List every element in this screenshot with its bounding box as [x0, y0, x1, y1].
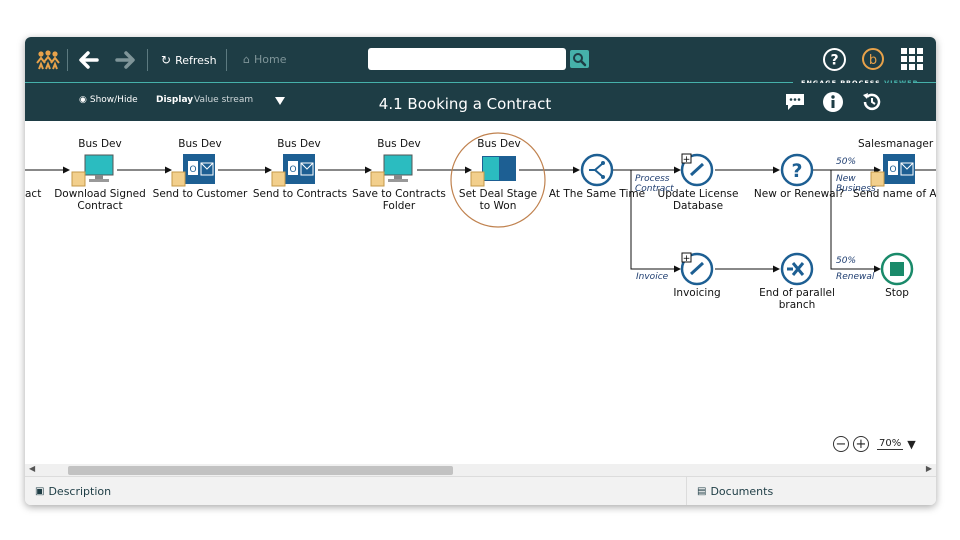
zoom-out-button[interactable]: − [833, 436, 849, 452]
edge-label-percent: 50% [836, 157, 857, 167]
toolbar-separator [226, 49, 227, 71]
node-label[interactable]: Stop [885, 287, 909, 299]
node-label[interactable]: Send name of AM [853, 188, 936, 200]
apps-grid-icon[interactable] [900, 47, 924, 71]
edge-label-percent: 50% [836, 256, 857, 266]
node-label[interactable]: Save to Contracts Folder [352, 188, 446, 212]
brand-logo-icon[interactable]: b [861, 47, 885, 71]
outlook-icon: O [870, 154, 915, 187]
node-label[interactable]: act [25, 188, 42, 200]
node-role: Bus Dev [277, 138, 321, 150]
scroll-thumb[interactable] [68, 466, 453, 475]
bottom-panel: ▣ Description ▤ Documents [25, 476, 936, 505]
search-input[interactable] [368, 48, 566, 70]
computer-icon [71, 154, 114, 187]
process-flow-diagram: O O [25, 132, 936, 286]
node-label[interactable]: At The Same Time [548, 188, 646, 200]
sub-toolbar: ◉ Show/Hide Display Value stream [25, 83, 936, 121]
subprocess-link-icon: + [680, 252, 714, 286]
stop-icon [880, 252, 914, 286]
svg-text:+: + [683, 254, 691, 264]
flow-edges [25, 166, 936, 273]
display-select[interactable]: Value stream [194, 95, 254, 105]
top-toolbar: ↻ Refresh ⌂ Home ? b [25, 37, 936, 83]
node-label[interactable]: Update License Database [657, 188, 739, 212]
help-icon[interactable]: ? [822, 47, 847, 72]
zoom-in-button[interactable]: + [853, 436, 869, 452]
end-branch-icon [780, 252, 814, 286]
node-role: Bus Dev [477, 138, 521, 150]
edge-label-invoice: Invoice [636, 272, 669, 282]
toolbar-separator [147, 49, 148, 71]
svg-text:b: b [869, 53, 877, 68]
forward-arrow-icon[interactable] [115, 51, 137, 69]
zoom-control: − + 70% ▼ [833, 436, 916, 452]
document-icon: ▤ [697, 486, 707, 497]
horizontal-scrollbar[interactable]: ◀ ▶ [25, 464, 936, 476]
refresh-icon: ↻ [161, 53, 172, 67]
svg-text:O: O [189, 165, 196, 175]
chevron-down-icon[interactable]: ▼ [907, 437, 916, 451]
zoom-level[interactable]: 70% [877, 438, 904, 450]
node-label[interactable]: Set Deal Stage to Won [458, 188, 538, 212]
scroll-right-icon[interactable]: ▶ [925, 464, 932, 473]
search-icon [573, 53, 587, 67]
edge-label-process-contract: Process Contract [635, 174, 674, 194]
home-icon: ⌂ [243, 53, 250, 66]
toolbar-separator [67, 49, 68, 71]
display-label: Display [156, 95, 194, 105]
node-label[interactable]: End of parallel branch [759, 287, 835, 311]
history-icon[interactable] [861, 91, 883, 113]
panel-divider [686, 477, 687, 505]
description-tab[interactable]: ▣ Description [35, 485, 111, 498]
description-label: Description [48, 485, 112, 498]
search-button[interactable] [570, 50, 589, 68]
node-label[interactable]: Send to Contracts [252, 188, 348, 200]
refresh-label: Refresh [175, 53, 217, 67]
scroll-left-icon[interactable]: ◀ [29, 464, 36, 473]
svg-text:O: O [289, 165, 296, 175]
show-hide-label: Show/Hide [89, 95, 138, 105]
node-label[interactable]: Invoicing [673, 287, 721, 299]
edge-label-renewal: Renewal [836, 272, 875, 282]
process-canvas[interactable]: O O [25, 121, 936, 464]
node-label[interactable]: Send to Customer [152, 188, 248, 200]
description-icon: ▣ [35, 486, 45, 497]
edge-label-new-business: New Business [836, 174, 876, 194]
svg-text:+: + [683, 155, 691, 165]
node-role: Bus Dev [377, 138, 421, 150]
node-role: Bus Dev [78, 138, 122, 150]
node-role: Salesmanager [858, 138, 934, 150]
comments-icon[interactable] [784, 92, 806, 112]
parallel-split-icon [580, 153, 614, 187]
svg-text:?: ? [830, 53, 838, 69]
subprocess-link-icon: + [680, 153, 714, 187]
home-button[interactable]: ⌂ Home [243, 53, 286, 66]
outlook-icon: O [171, 154, 215, 187]
back-arrow-icon[interactable] [77, 51, 99, 69]
info-icon[interactable] [822, 91, 844, 113]
documents-tab[interactable]: ▤ Documents [697, 485, 773, 498]
page-title: 4.1 Booking a Contract [378, 95, 552, 113]
refresh-button[interactable]: ↻ Refresh [161, 53, 217, 67]
process-viewer-window: ↻ Refresh ⌂ Home ? b ENGAG [25, 37, 936, 505]
salesforce-stage-icon [470, 156, 516, 187]
node-label[interactable]: Download Signed Contract [54, 188, 146, 212]
svg-text:O: O [889, 165, 896, 175]
people-logo-icon[interactable] [36, 49, 60, 71]
home-label: Home [253, 53, 287, 66]
node-label[interactable]: New or Renewal? [753, 188, 845, 200]
computer-icon [370, 154, 413, 187]
node-role: Bus Dev [178, 138, 222, 150]
eye-icon: ◉ [79, 95, 87, 105]
documents-label: Documents [710, 485, 774, 498]
decision-icon: ? [780, 153, 814, 187]
chevron-down-icon[interactable] [275, 97, 285, 106]
outlook-icon: O [271, 154, 315, 187]
svg-text:?: ? [791, 160, 802, 182]
highlight-circle [450, 132, 546, 228]
show-hide-button[interactable]: ◉ Show/Hide [79, 95, 138, 105]
